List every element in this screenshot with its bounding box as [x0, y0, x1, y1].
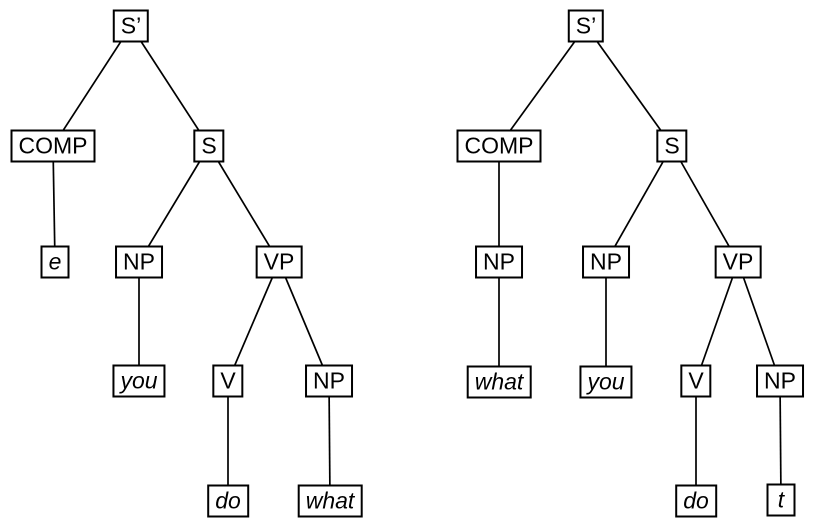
left-tree-edge-s-np-subject: [138, 145, 210, 263]
left-tree-edge-np-object-what: [328, 380, 331, 502]
left-tree-edge-s-prime-comp: [52, 25, 132, 147]
right-tree-edge-s-prime-s: [585, 25, 673, 147]
right-tree-edge-s-prime-comp: [498, 25, 587, 147]
right-tree-edge-np-object-t: [779, 380, 782, 501]
left-tree-edge-s-prime-s: [130, 25, 210, 147]
left-tree-edge-vp-np-object: [278, 261, 330, 382]
left-tree-edge-comp-e: [52, 145, 56, 263]
right-tree-edge-s-vp: [671, 145, 739, 263]
right-tree-edge-vp-v: [695, 261, 739, 382]
right-tree-edge-vp-np-object: [737, 261, 781, 382]
right-tree-edge-s-np-subject: [605, 145, 673, 263]
left-tree-edge-vp-v: [227, 261, 280, 382]
left-tree-edge-s-vp: [208, 145, 280, 263]
